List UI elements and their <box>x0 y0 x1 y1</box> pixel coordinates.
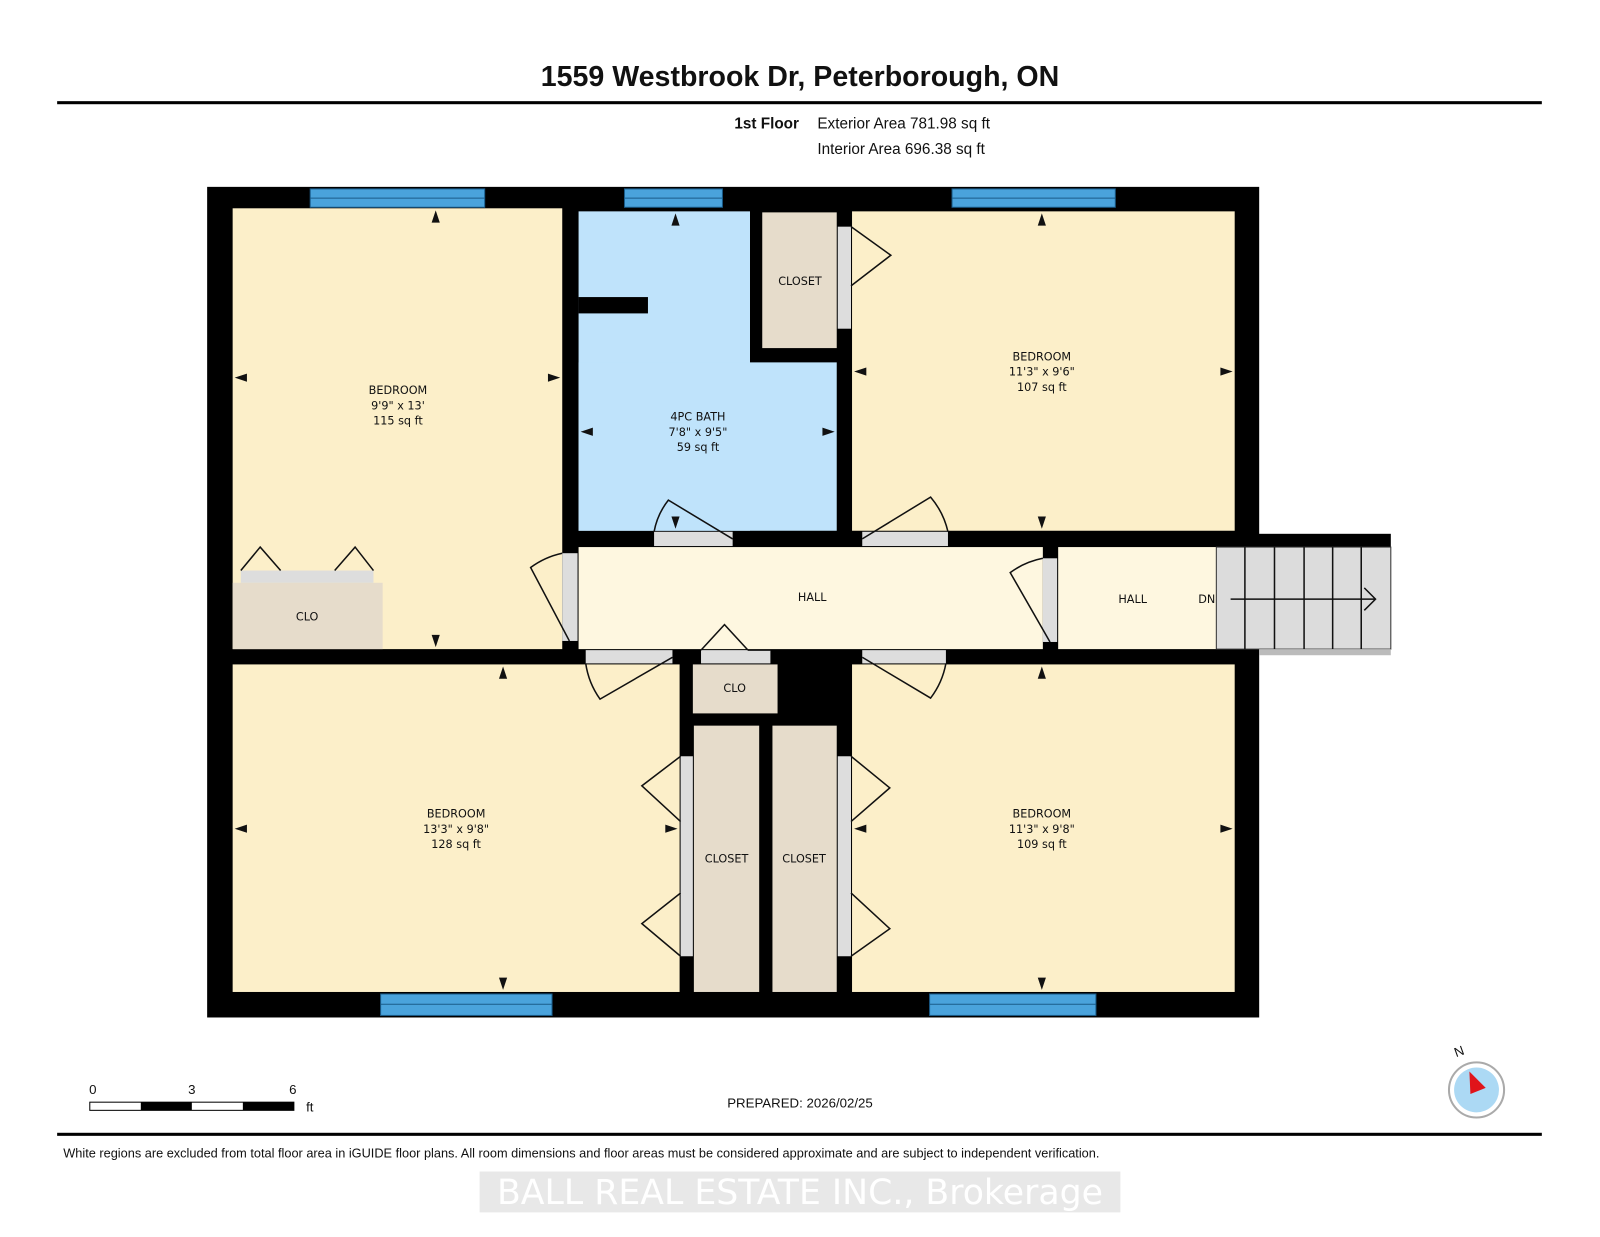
room-bedroom-2: BEDROOM 11'3" x 9'6" 107 sq ft <box>1009 350 1075 394</box>
hall-2-floor <box>1058 547 1217 650</box>
disclaimer: White regions are excluded from total fl… <box>63 1145 1099 1160</box>
bedroom-4-floor <box>852 664 1235 992</box>
label-closet-top: CLOSET <box>778 275 822 288</box>
label-hall-2: HALL <box>1118 593 1147 606</box>
svg-text:BEDROOM: BEDROOM <box>1013 807 1072 820</box>
svg-text:11'3" x 9'8": 11'3" x 9'8" <box>1009 823 1075 836</box>
label-hall: HALL <box>798 591 827 604</box>
watermark-bg <box>479 1171 1121 1213</box>
svg-text:4PC BATH: 4PC BATH <box>670 411 725 424</box>
closet-right-floor <box>772 725 837 992</box>
room-bedroom-1: BEDROOM 9'9" x 13' 115 sq ft <box>369 384 428 428</box>
svg-text:115 sq ft: 115 sq ft <box>373 415 423 428</box>
bedroom-3-floor <box>232 664 680 992</box>
clo-left-floor <box>232 582 383 650</box>
room-bedroom-3: BEDROOM 13'3" x 9'8" 128 sq ft <box>423 807 489 851</box>
compass-icon: N <box>1447 1043 1506 1119</box>
closet-top-floor <box>762 212 837 349</box>
floor-label: 1st Floor <box>734 116 799 133</box>
footer-divider <box>57 1132 1542 1136</box>
label-stairs-down: DN <box>1198 593 1215 606</box>
stairs-arrow-icon <box>1230 587 1377 611</box>
svg-text:107 sq ft: 107 sq ft <box>1017 381 1067 394</box>
svg-text:7'8" x 9'5": 7'8" x 9'5" <box>669 426 728 439</box>
svg-text:N: N <box>1452 1043 1466 1060</box>
label-closet-left: CLOSET <box>705 852 749 865</box>
svg-text:13'3" x 9'8": 13'3" x 9'8" <box>423 823 489 836</box>
windows <box>309 188 1116 1016</box>
bedroom-2-floor <box>852 211 1235 531</box>
svg-text:ft: ft <box>306 1099 314 1114</box>
label-closet-right: CLOSET <box>782 852 826 865</box>
clo-mid-floor <box>692 664 778 714</box>
svg-text:109 sq ft: 109 sq ft <box>1017 838 1067 851</box>
svg-text:128 sq ft: 128 sq ft <box>431 838 481 851</box>
doors <box>240 226 1058 957</box>
svg-text:0: 0 <box>89 1082 96 1097</box>
svg-text:6: 6 <box>289 1082 296 1097</box>
svg-text:3: 3 <box>188 1082 195 1097</box>
stairs <box>1215 546 1392 656</box>
exterior-area: Exterior Area 781.98 sq ft <box>817 116 990 133</box>
hall-floor <box>578 547 1043 650</box>
page-title: 1559 Westbrook Dr, Peterborough, ON <box>541 61 1059 93</box>
prepared-date: PREPARED: 2026/02/25 <box>727 1095 873 1110</box>
svg-text:9'9" x 13': 9'9" x 13' <box>371 399 425 412</box>
scale-bar: 0 3 6 ft <box>89 1082 314 1114</box>
header-divider <box>57 101 1542 105</box>
rooms <box>232 208 1235 992</box>
label-clo-mid: CLO <box>723 682 746 695</box>
svg-text:BEDROOM: BEDROOM <box>427 807 486 820</box>
room-4pc-bath: 4PC BATH 7'8" x 9'5" 59 sq ft <box>669 411 728 455</box>
label-clo-left: CLO <box>296 611 319 624</box>
svg-text:59 sq ft: 59 sq ft <box>677 441 720 454</box>
room-bedroom-4: BEDROOM 11'3" x 9'8" 109 sq ft <box>1009 807 1075 851</box>
interior-area: Interior Area 696.38 sq ft <box>817 141 985 158</box>
svg-text:BEDROOM: BEDROOM <box>1013 350 1072 363</box>
svg-text:11'3" x 9'6": 11'3" x 9'6" <box>1009 366 1075 379</box>
closet-left-floor <box>693 725 760 992</box>
watermark: BALL REAL ESTATE INC., Brokerage <box>497 1173 1103 1213</box>
svg-text:BEDROOM: BEDROOM <box>369 384 428 397</box>
